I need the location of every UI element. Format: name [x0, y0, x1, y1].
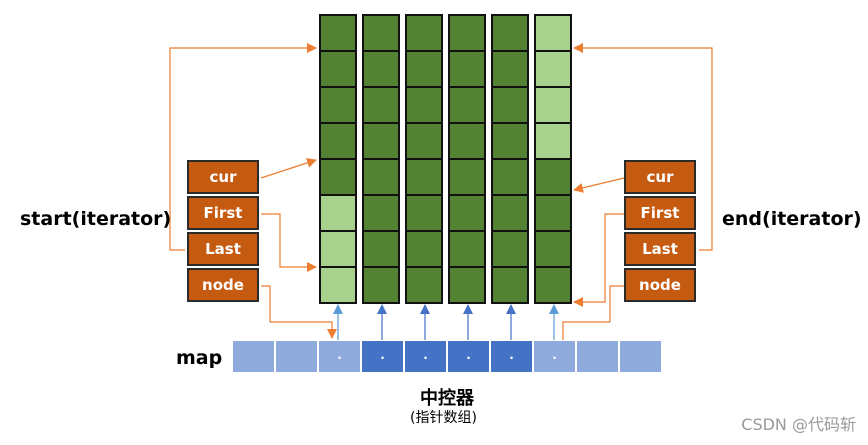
buffer-1-cell-7: [319, 230, 357, 268]
buffer-6-cell-1: [534, 14, 572, 52]
buffer-4-cell-6: [448, 194, 486, 232]
start-node-field: node: [187, 268, 259, 302]
buffer-4-cell-2: [448, 50, 486, 88]
map-cell-4: .: [361, 340, 404, 373]
start-iterator-label: start(iterator): [20, 208, 172, 230]
end-node-to-map-arrow: [558, 285, 624, 355]
controller-sublabel: (指针数组): [410, 410, 477, 426]
end-node-field: node: [624, 268, 696, 302]
buffer-1-cell-6: [319, 194, 357, 232]
buffer-6-cell-8: [534, 266, 572, 304]
map-cell-6: .: [447, 340, 490, 373]
buffer-5-cell-4: [491, 122, 529, 160]
buffer-4-cell-3: [448, 86, 486, 124]
buffer-4-cell-7: [448, 230, 486, 268]
buffer-4-cell-5: [448, 158, 486, 196]
map-cell-8: .: [533, 340, 576, 373]
start-cur-to-buffer-arrow: [260, 158, 317, 179]
buffer-6-cell-5: [534, 158, 572, 196]
buffer-3-cell-5: [405, 158, 443, 196]
buffer-1-cell-2: [319, 50, 357, 88]
buffer-6-cell-2: [534, 50, 572, 88]
buffer-3-cell-6: [405, 194, 443, 232]
start-cur-field: cur: [187, 160, 259, 194]
buffer-5-cell-2: [491, 50, 529, 88]
end-iterator-label: end(iterator): [722, 208, 862, 230]
buffer-5-cell-8: [491, 266, 529, 304]
buffer-4-cell-8: [448, 266, 486, 304]
map-cell-9: [576, 340, 619, 373]
buffer-3-cell-2: [405, 50, 443, 88]
buffer-5-cell-1: [491, 14, 529, 52]
buffer-5-cell-6: [491, 194, 529, 232]
end-first-field: First: [624, 196, 696, 230]
buffer-6-cell-3: [534, 86, 572, 124]
buffer-4-cell-4: [448, 122, 486, 160]
buffer-2-cell-8: [362, 266, 400, 304]
map-cell-1: [232, 340, 275, 373]
watermark: CSDN @代码斩: [741, 415, 856, 434]
map-cell-2: [275, 340, 318, 373]
buffer-3-cell-1: [405, 14, 443, 52]
buffer-1-cell-5: [319, 158, 357, 196]
buffer-2-cell-7: [362, 230, 400, 268]
start-first-to-buffer-arrow: [261, 213, 317, 272]
buffer-6-cell-4: [534, 122, 572, 160]
buffer-2-cell-1: [362, 14, 400, 52]
map-label: map: [176, 347, 223, 369]
buffer-5-cell-7: [491, 230, 529, 268]
buffer-3-cell-3: [405, 86, 443, 124]
map-cell-7: .: [490, 340, 533, 373]
buffer-6-cell-7: [534, 230, 572, 268]
buffer-6-cell-6: [534, 194, 572, 232]
buffer-5-cell-5: [491, 158, 529, 196]
buffer-1-cell-4: [319, 122, 357, 160]
buffer-columns: [319, 14, 572, 304]
buffer-3-cell-8: [405, 266, 443, 304]
buffer-2-cell-2: [362, 50, 400, 88]
controller-label: 中控器: [420, 388, 474, 409]
buffer-1-cell-1: [319, 14, 357, 52]
buffer-5-cell-3: [491, 86, 529, 124]
end-cur-field: cur: [624, 160, 696, 194]
start-first-field: First: [187, 196, 259, 230]
buffer-2-cell-5: [362, 158, 400, 196]
buffer-4-cell-1: [448, 14, 486, 52]
buffer-1-cell-3: [319, 86, 357, 124]
end-cur-to-buffer-arrow: [573, 177, 625, 193]
map-cell-5: .: [404, 340, 447, 373]
start-last-to-buffer-arrow: [169, 43, 317, 251]
start-node-to-map-arrow: [261, 285, 337, 339]
buffer-1-cell-8: [319, 266, 357, 304]
end-last-to-buffer-arrow: [573, 43, 713, 251]
start-last-field: Last: [187, 232, 259, 266]
buffer-3-cell-4: [405, 122, 443, 160]
map-cell-10: [619, 340, 662, 373]
map-cell-3: .: [318, 340, 361, 373]
end-last-field: Last: [624, 232, 696, 266]
buffer-2-cell-6: [362, 194, 400, 232]
buffer-3-cell-7: [405, 230, 443, 268]
buffer-2-cell-4: [362, 122, 400, 160]
buffer-2-cell-3: [362, 86, 400, 124]
end-first-to-buffer-arrow: [573, 213, 624, 307]
